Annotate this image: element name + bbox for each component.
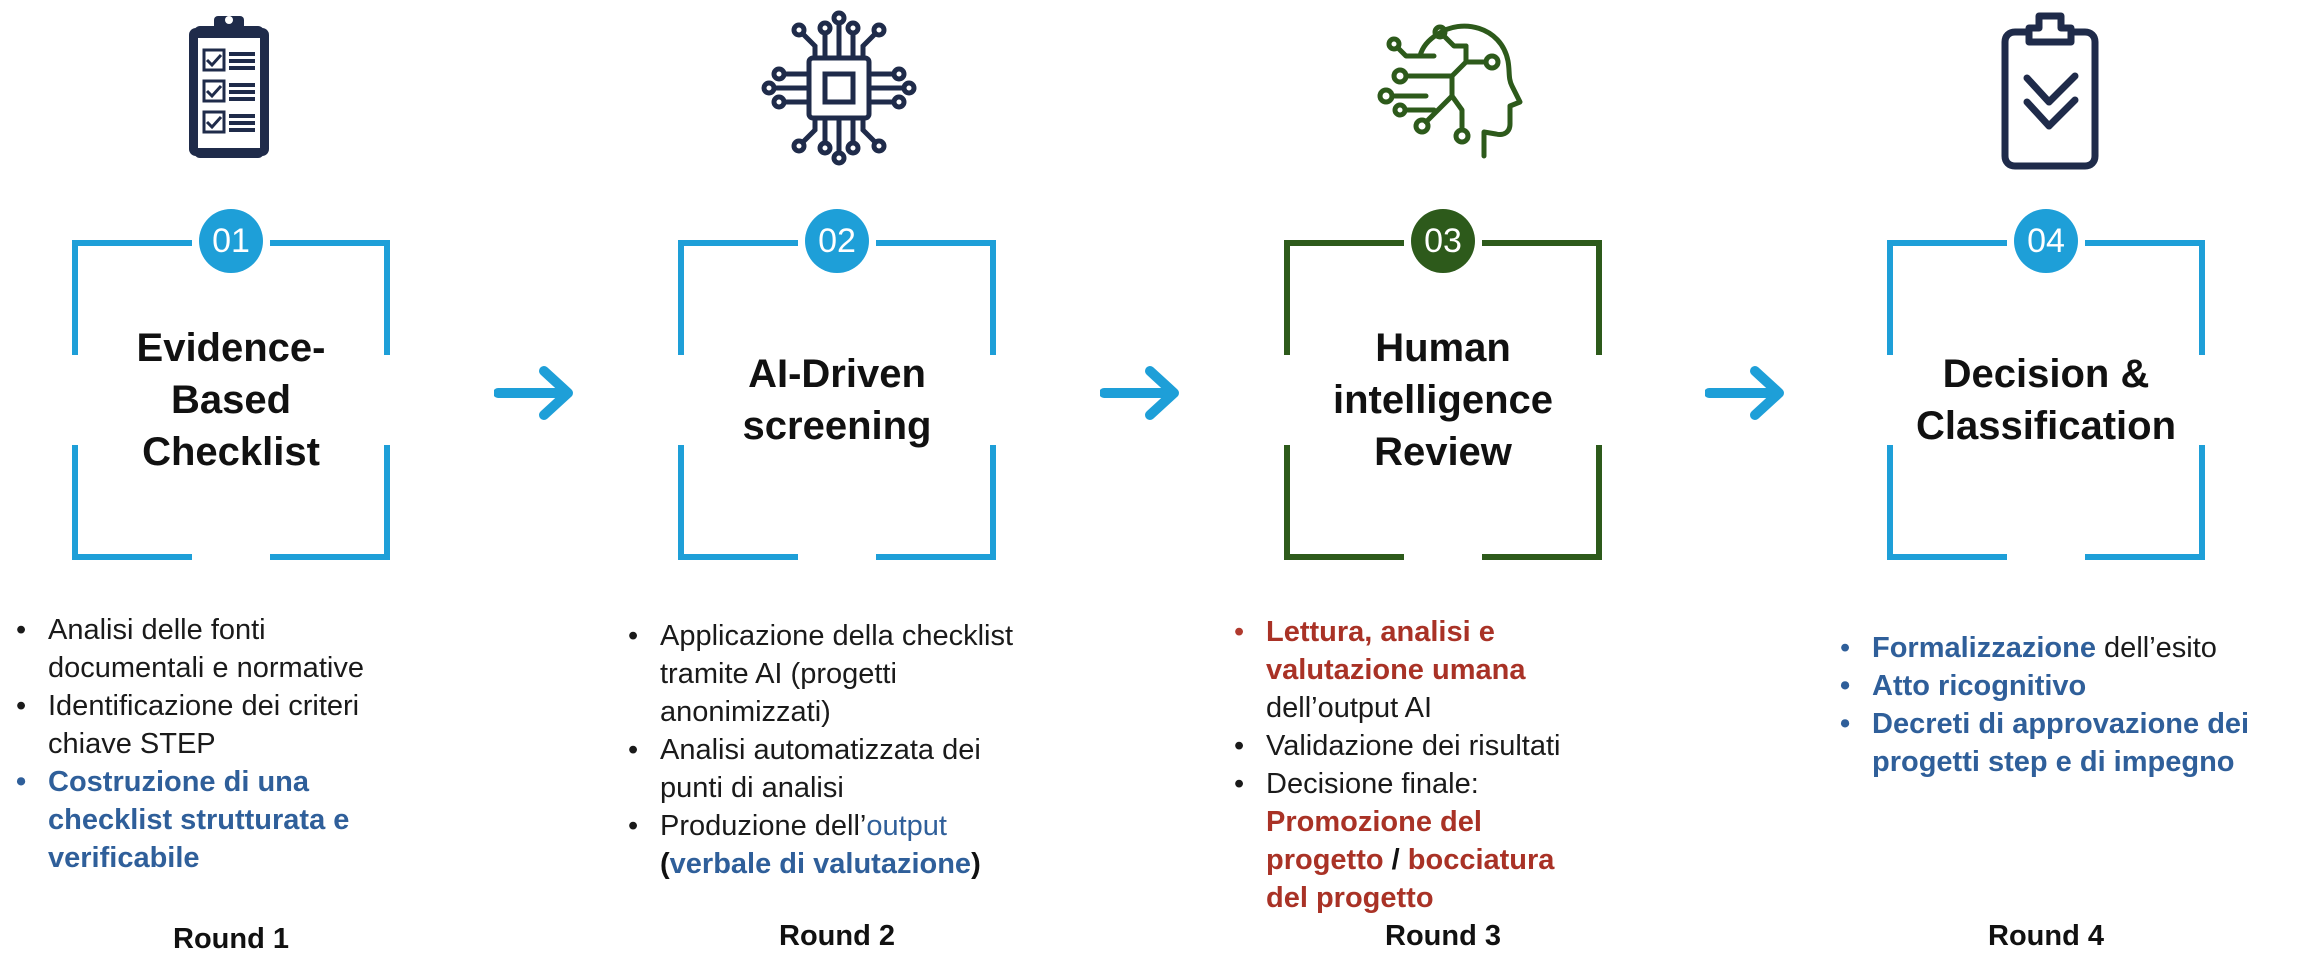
round-label: Round 1 xyxy=(173,923,289,955)
arrow-right-icon xyxy=(1100,366,1179,420)
step-number-badge: 04 xyxy=(2014,209,2078,273)
list-item: Atto ricognitivo xyxy=(1834,667,2314,705)
round-label: Round 3 xyxy=(1385,920,1501,952)
checklist-clipboard-icon xyxy=(0,6,510,171)
arrow-right-icon xyxy=(494,366,573,420)
step-bullet-list: Formalizzazione dell’esito Atto ricognit… xyxy=(1834,629,2314,781)
step-title: Decision &Classification xyxy=(1915,352,2177,448)
arrow-right-icon xyxy=(1705,366,1784,420)
list-item: Validazione dei risultati xyxy=(1228,727,1648,765)
step-frame xyxy=(678,240,996,560)
round-label: Round 2 xyxy=(779,920,895,952)
list-item: Decisione finale:Promozione delprogetto … xyxy=(1228,765,1648,917)
ai-chip-icon xyxy=(559,6,1119,171)
list-item: Produzione dell’output(verbale di valuta… xyxy=(622,807,1062,883)
step-frame xyxy=(72,240,390,560)
human-ai-head-icon xyxy=(1168,6,1728,171)
step-number-badge: 02 xyxy=(805,209,869,273)
list-item: Formalizzazione dell’esito xyxy=(1834,629,2314,667)
step-4: 04 Decision &Classification Formalizzazi… xyxy=(1814,0,2323,952)
round-label: Round 4 xyxy=(1988,920,2104,952)
clipboard-check-icon xyxy=(1769,6,2323,171)
step-frame xyxy=(1887,240,2205,560)
step-number-badge: 01 xyxy=(199,209,263,273)
step-frame xyxy=(1284,240,1602,560)
step-number-badge: 03 xyxy=(1411,209,1475,273)
